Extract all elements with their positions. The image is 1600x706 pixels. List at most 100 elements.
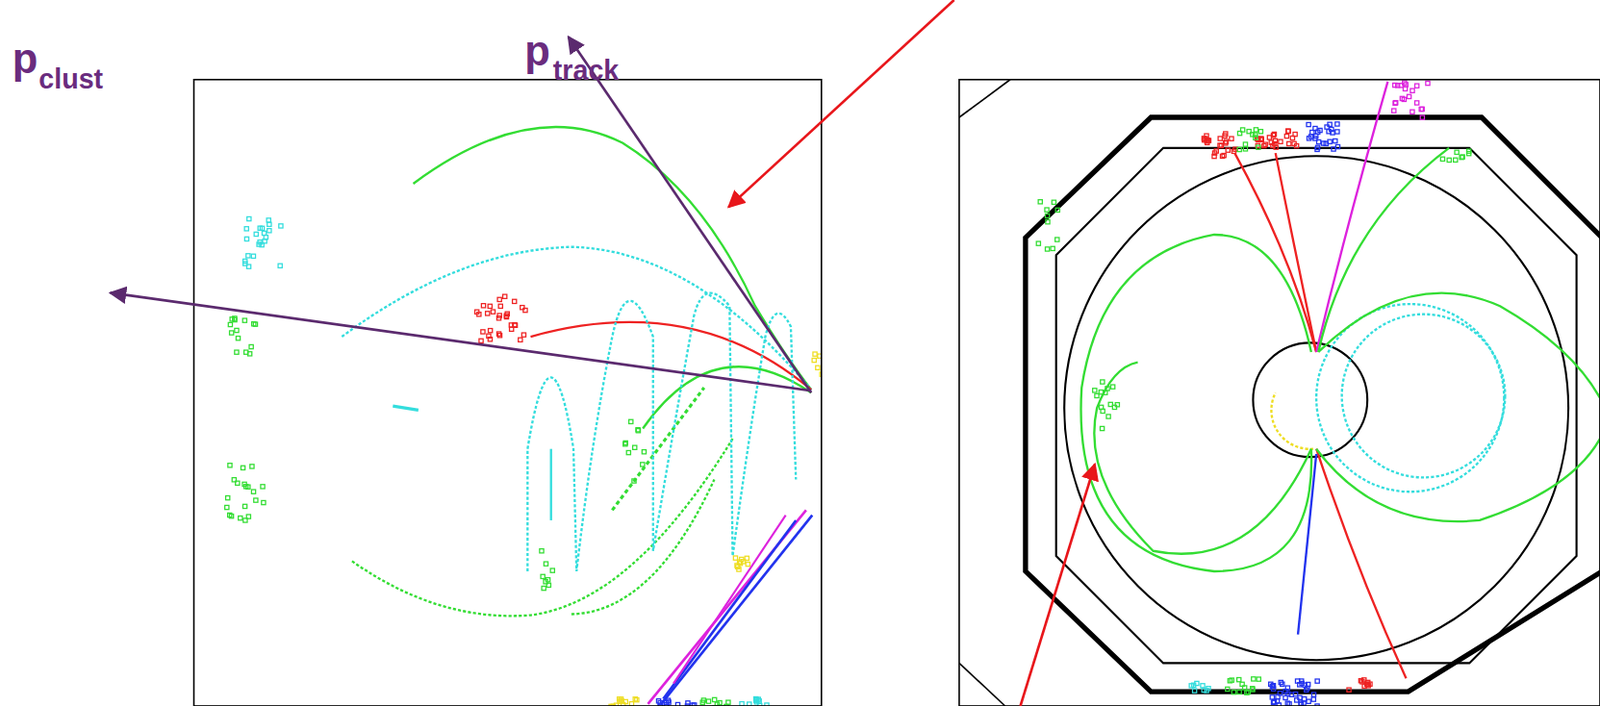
hit — [1402, 80, 1407, 85]
pointer-arrow — [1020, 464, 1095, 706]
hit — [228, 322, 232, 327]
hit — [1278, 139, 1283, 144]
hit — [488, 329, 493, 333]
hit — [267, 222, 272, 227]
hit — [1286, 128, 1291, 133]
momentum-symbol: p — [12, 38, 39, 80]
hit — [540, 574, 545, 579]
calorimeter-hits — [1036, 80, 1472, 706]
hit — [475, 309, 480, 314]
hit — [1214, 149, 1219, 153]
hit — [1262, 143, 1267, 148]
hit — [736, 567, 741, 572]
hit — [1237, 147, 1242, 152]
hit — [229, 330, 234, 335]
hit — [497, 313, 502, 318]
hit — [1329, 126, 1334, 131]
hit — [1111, 384, 1116, 389]
hit — [539, 549, 544, 554]
hit — [1453, 157, 1458, 162]
hit — [1227, 679, 1232, 684]
hit — [1263, 142, 1268, 147]
hit — [1106, 414, 1111, 419]
hit — [1459, 154, 1464, 159]
hit — [520, 305, 525, 310]
hit — [1298, 701, 1303, 706]
track — [647, 509, 806, 705]
hit — [1269, 695, 1274, 700]
hit — [666, 700, 671, 705]
hit — [1243, 142, 1247, 147]
hit — [1315, 679, 1320, 684]
hit — [1292, 141, 1296, 146]
hit — [1219, 153, 1224, 158]
hit — [253, 231, 258, 236]
hit — [1304, 687, 1309, 692]
hit — [1267, 135, 1271, 140]
hit — [1276, 703, 1281, 706]
hit — [1112, 405, 1117, 409]
hit — [267, 228, 272, 233]
track — [1318, 293, 1600, 399]
hit — [234, 328, 239, 332]
hit — [1269, 140, 1273, 145]
hit — [744, 556, 749, 560]
hit — [1365, 682, 1370, 686]
hit — [1335, 144, 1340, 149]
hit — [228, 463, 232, 468]
hit — [261, 500, 266, 505]
hit — [733, 556, 737, 560]
hit — [543, 561, 548, 566]
track — [642, 366, 812, 429]
hit — [247, 216, 252, 221]
hit — [632, 479, 636, 483]
hit — [1250, 686, 1255, 691]
hit — [706, 699, 711, 704]
hit — [225, 505, 229, 509]
hit — [1393, 101, 1397, 105]
hit — [1335, 129, 1340, 134]
hit — [262, 239, 267, 244]
hit — [242, 318, 247, 323]
track — [341, 247, 812, 390]
hit — [1311, 697, 1316, 702]
hit — [633, 445, 637, 450]
hit — [249, 344, 254, 349]
hit — [232, 316, 237, 321]
hit — [240, 465, 245, 470]
hit — [623, 442, 628, 447]
hit — [1218, 143, 1222, 148]
end-view-panel — [959, 79, 1600, 706]
hit — [487, 337, 492, 342]
hit — [1467, 152, 1472, 156]
track — [660, 515, 813, 705]
track — [1316, 449, 1406, 680]
hit — [257, 226, 262, 230]
hit — [1100, 380, 1105, 384]
hit — [1327, 122, 1332, 127]
hit — [244, 227, 249, 231]
inner-octagon — [1056, 148, 1577, 664]
hit — [1193, 688, 1197, 693]
hit — [1410, 88, 1415, 93]
hit — [261, 230, 266, 235]
hit — [626, 450, 631, 455]
hit — [1420, 106, 1424, 111]
hit — [1315, 145, 1320, 150]
hit — [1050, 246, 1055, 251]
hit — [1099, 426, 1104, 431]
hit — [1044, 247, 1049, 252]
hit — [1253, 135, 1258, 140]
hit — [1454, 150, 1459, 154]
hit — [1270, 684, 1275, 688]
track — [1316, 438, 1600, 522]
hit — [1393, 82, 1397, 87]
hit — [1038, 200, 1042, 204]
hit — [497, 297, 502, 302]
hit — [1251, 677, 1256, 682]
hit — [498, 304, 503, 308]
hit — [1295, 679, 1299, 684]
hit — [1406, 94, 1411, 99]
tracker-boundary — [1064, 155, 1569, 661]
hit — [503, 294, 508, 299]
